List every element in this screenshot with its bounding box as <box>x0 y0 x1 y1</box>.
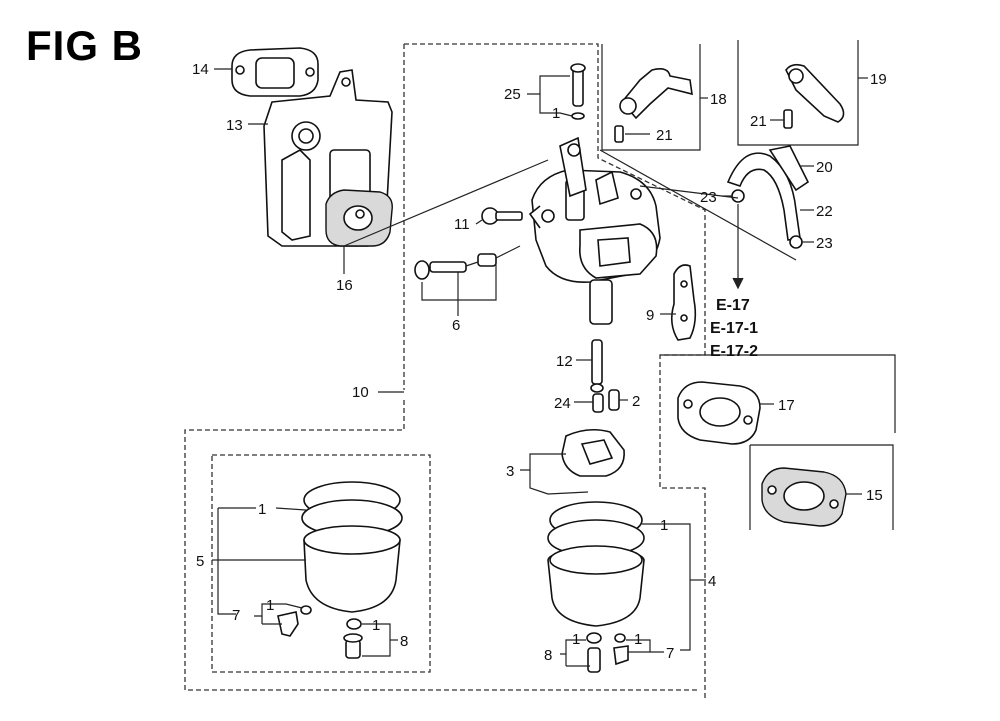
callout-24: 24 <box>554 395 571 412</box>
callout-1-right-bowl: 1 <box>660 517 668 534</box>
callout-25: 25 <box>504 86 521 103</box>
callout-1-left-drain: 1 <box>266 597 274 614</box>
callout-11: 11 <box>454 216 470 233</box>
callout-21-left: 21 <box>656 127 673 144</box>
callout-23-lower: 23 <box>816 235 833 252</box>
figure-title: FIG B <box>26 22 143 69</box>
tube-22-and-clamps <box>726 145 810 249</box>
callout-13: 13 <box>226 117 243 134</box>
callout-1-right-drain: 1 <box>634 631 642 648</box>
callout-8-right: 8 <box>544 647 552 664</box>
callout-18: 18 <box>710 91 727 108</box>
callout-7-left: 7 <box>232 607 240 624</box>
callout-23-upper: 23 <box>700 189 717 206</box>
gasket-15 <box>761 467 847 527</box>
callout-1-left-bowl: 1 <box>258 501 266 518</box>
callout-4: 4 <box>708 573 716 590</box>
gasket-14 <box>231 47 319 97</box>
reference-e17-1: E-17-1 <box>710 320 758 337</box>
callout-19: 19 <box>870 71 887 88</box>
screw-25 <box>570 63 586 120</box>
callout-21-right: 21 <box>750 113 767 130</box>
leader-lines <box>212 68 868 667</box>
lever-19 <box>783 63 845 129</box>
callout-1-left-screw: 1 <box>372 617 380 634</box>
callout-labels: 14 13 16 25 1 11 6 10 9 12 24 2 3 18 21 … <box>192 61 887 664</box>
callout-10: 10 <box>352 384 369 401</box>
callout-5: 5 <box>196 553 204 570</box>
callout-1-right-screw: 1 <box>572 631 580 648</box>
callout-9: 9 <box>646 307 654 324</box>
group-boundaries <box>184 40 896 700</box>
small-parts-24-2 <box>592 389 620 413</box>
float-bowl-right <box>547 501 645 673</box>
main-jet-12 <box>590 339 604 393</box>
carburetor-body <box>528 136 661 325</box>
callout-17: 17 <box>778 397 795 414</box>
float-3 <box>547 428 625 495</box>
reference-e17: E-17 <box>716 297 750 314</box>
gasket-9 <box>670 264 697 341</box>
float-bowl-left <box>277 481 403 659</box>
lever-18 <box>614 68 693 143</box>
callout-15: 15 <box>866 487 883 504</box>
callout-20: 20 <box>816 159 833 176</box>
callout-6: 6 <box>452 317 460 334</box>
gasket-16 <box>325 189 393 247</box>
cross-references: E-17 E-17-1 E-17-2 <box>710 297 758 360</box>
callout-1-top: 1 <box>552 105 560 122</box>
gasket-17 <box>677 381 761 445</box>
callout-16: 16 <box>336 277 353 294</box>
callout-8-left: 8 <box>400 633 408 650</box>
callout-2: 2 <box>632 393 640 410</box>
screw-11 <box>481 207 523 225</box>
callout-14: 14 <box>192 61 209 78</box>
callout-3: 3 <box>506 463 514 480</box>
callout-12: 12 <box>556 353 573 370</box>
callout-22: 22 <box>816 203 833 220</box>
reference-e17-2: E-17-2 <box>710 343 758 360</box>
pilot-screw-6 <box>414 245 521 280</box>
callout-7-right: 7 <box>666 645 674 662</box>
